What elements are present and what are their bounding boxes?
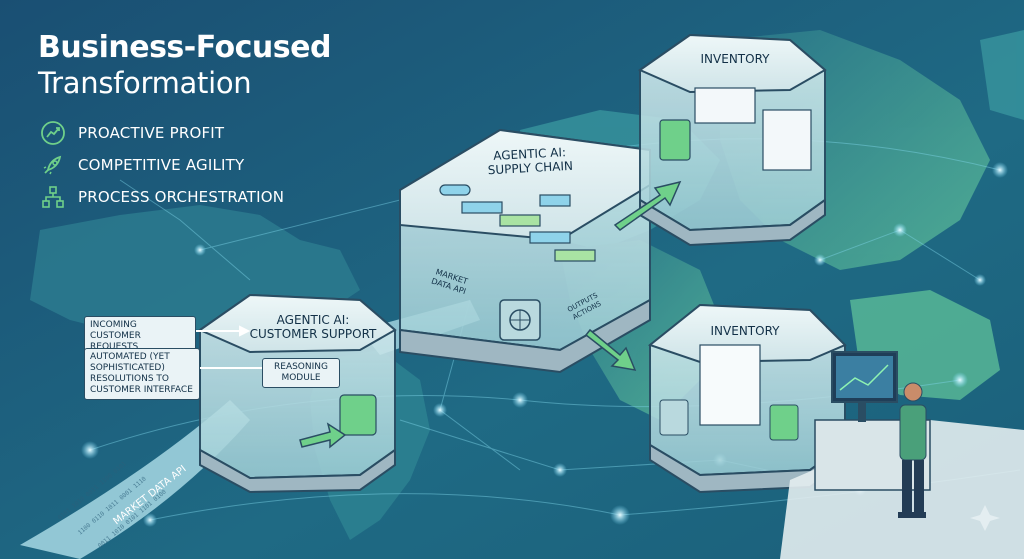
automated-line3: RESOLUTIONS TO: [90, 374, 170, 384]
feature-label: PROCESS ORCHESTRATION: [78, 188, 285, 206]
inventory-top-title: INVENTORY: [700, 52, 770, 66]
feature-proactive-profit: PROACTIVE PROFIT: [40, 120, 224, 146]
customer-support-title-line2: CUSTOMER SUPPORT: [249, 327, 377, 341]
feature-process-orchestration: PROCESS ORCHESTRATION: [40, 184, 284, 210]
page-title: Business-Focused: [38, 30, 331, 65]
inventory-bottom-module: [647, 303, 847, 494]
page-subtitle: Transformation: [38, 66, 252, 100]
incoming-line1: INCOMING CUSTOMER: [90, 320, 141, 341]
customer-support-title-line1: AGENTIC AI:: [276, 313, 350, 327]
network-nodes-icon: [42, 186, 64, 208]
incoming-line2: REQUESTS: [90, 342, 139, 352]
inventory-top-module: [637, 33, 827, 247]
feature-label: PROACTIVE PROFIT: [78, 124, 225, 142]
reasoning-line1: REASONING: [274, 362, 328, 372]
worker-at-terminal: [780, 351, 1024, 559]
feature-label: COMPETITIVE AGILITY: [78, 156, 245, 174]
feature-competitive-agility: COMPETITIVE AGILITY: [40, 152, 244, 178]
supply-chain-module: [399, 128, 651, 374]
reasoning-module-box: REASONING MODULE: [262, 358, 340, 388]
rocket-icon: [43, 155, 62, 175]
growth-chart-icon: [41, 121, 65, 145]
automated-resolutions-callout: AUTOMATED (YET SOPHISTICATED) RESOLUTION…: [84, 348, 200, 400]
automated-line1: AUTOMATED (YET: [90, 352, 170, 362]
customer-support-title: AGENTIC AI: CUSTOMER SUPPORT: [248, 313, 378, 341]
automated-line2: SOPHISTICATED): [90, 363, 165, 373]
inventory-bottom-title: INVENTORY: [710, 324, 780, 338]
reasoning-line2: MODULE: [281, 373, 321, 383]
sparkle-icon: [970, 505, 1000, 531]
automated-line4: CUSTOMER INTERFACE: [90, 385, 193, 395]
